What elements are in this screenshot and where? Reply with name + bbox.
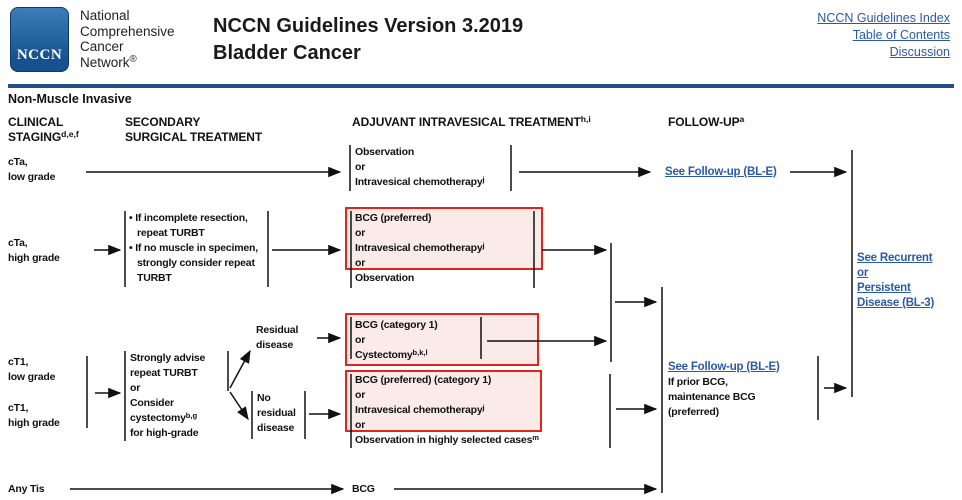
guideline-version-title: NCCN Guidelines Version 3.2019 — [213, 15, 524, 37]
highlight-box-no-residual-adjuvant — [345, 370, 542, 432]
node-any-tis-bcg: BCG — [352, 483, 375, 495]
header-divider — [8, 84, 954, 88]
link-guidelines-index[interactable]: NCCN Guidelines Index — [817, 11, 950, 25]
org-line: Network® — [80, 54, 137, 70]
org-line: National — [80, 8, 130, 23]
row-cta-low-wires — [86, 145, 848, 191]
org-line: Comprehensive — [80, 23, 175, 39]
link-see-followup-bl-e-block[interactable]: See Follow-up (BL-E) — [668, 361, 780, 373]
node-cta-low-treatment: Observation or Intravesical chemotherapy… — [355, 146, 485, 188]
node-ct1-surgery: Strongly advise repeat TURBT or Consider… — [130, 352, 206, 439]
node-ct1-high: cT1, high grade — [8, 402, 60, 429]
highlight-box-cta-high-adjuvant — [345, 207, 543, 270]
node-any-tis: Any Tis — [8, 483, 45, 495]
node-residual-adjuvant: BCG (category 1) or Cystectomyb,k,l — [355, 319, 438, 361]
header-nav: NCCN Guidelines Index Table of Contents … — [817, 10, 950, 61]
collector-rails — [610, 150, 853, 493]
row-cta-high-wires — [94, 211, 608, 288]
highlight-box-residual-adjuvant — [345, 313, 539, 366]
link-see-recurrent-persistent-bl-3[interactable]: See Recurrent or Persistent Disease (BL-… — [857, 252, 935, 309]
node-followup-block-text: If prior BCG, maintenance BCG (preferred… — [668, 376, 756, 418]
link-see-followup-bl-e-row1[interactable]: See Follow-up (BL-E) — [665, 166, 777, 178]
guideline-name-title: Bladder Cancer — [213, 42, 361, 64]
arrow-branch-residual — [229, 349, 251, 389]
node-cta-high-surgery: • If incomplete resection, repeat TURBT … — [129, 212, 258, 284]
node-cta-low: cTa, low grade — [8, 156, 56, 183]
nccn-logo: NCCN — [10, 7, 69, 72]
section-label: Non-Muscle Invasive — [8, 92, 132, 106]
node-cta-high: cTa, high grade — [8, 237, 60, 264]
arrow-branch-no-residual — [229, 391, 249, 421]
node-no-residual-disease: No residual disease — [257, 392, 296, 434]
node-residual-disease: Residual disease — [256, 324, 299, 351]
link-table-of-contents[interactable]: Table of Contents — [852, 28, 950, 42]
org-name: National Comprehensive Cancer Network® — [80, 8, 175, 72]
nccn-logo-text: NCCN — [16, 47, 63, 63]
node-cta-high-adjuvant: BCG (preferred) or Intravesical chemothe… — [355, 212, 485, 284]
page-title: NCCN Guidelines Version 3.2019 Bladder C… — [213, 13, 523, 67]
column-header-followup: FOLLOW-UPa — [668, 114, 745, 129]
column-header-adjuvant: ADJUVANT INTRAVESICAL TREATMENTh,i — [352, 114, 591, 129]
row-ct1-wires — [86, 317, 658, 448]
column-header-secondary-surgical: SECONDARY SURGICAL TREATMENT — [125, 115, 263, 144]
org-line: Cancer — [80, 39, 124, 54]
column-header-clinical-staging: CLINICAL STAGINGd,e,f — [8, 115, 79, 144]
link-discussion[interactable]: Discussion — [889, 45, 950, 59]
node-no-residual-adjuvant: BCG (preferred) (category 1) or Intraves… — [355, 374, 539, 446]
node-ct1-low: cT1, low grade — [8, 356, 56, 383]
followup-block-wires — [817, 356, 848, 420]
